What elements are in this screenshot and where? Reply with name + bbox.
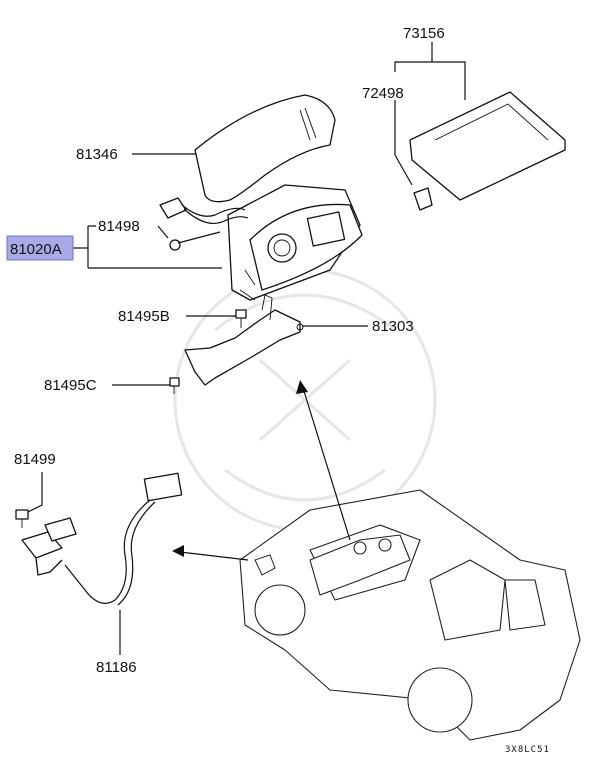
vehicle-body [239, 489, 581, 741]
screw-81499-part[interactable] [15, 509, 29, 528]
label-72498[interactable]: 72498 [362, 85, 404, 102]
label-73156[interactable]: 73156 [403, 25, 445, 42]
leader-81499 [27, 472, 43, 513]
diagram-code: 3X8LC51 [505, 745, 550, 755]
direction-arrows [172, 380, 351, 561]
bracket-part[interactable] [184, 294, 304, 386]
label-81186[interactable]: 81186 [96, 659, 137, 676]
label-81303[interactable]: 81303 [372, 318, 414, 335]
leader-lines [27, 42, 466, 655]
label-81346[interactable]: 81346 [76, 146, 118, 163]
leader-81498 [157, 225, 169, 239]
arrow-head-up [296, 380, 308, 394]
leader-72498 [394, 100, 413, 186]
sensor-harness-part[interactable] [21, 472, 183, 606]
label-81495C[interactable]: 81495C [44, 377, 97, 394]
screw-b-part[interactable] [235, 309, 247, 328]
storage-tray-part[interactable] [409, 91, 566, 201]
wire-harness-part[interactable] [159, 197, 249, 251]
arrow-to-harness [179, 551, 249, 561]
screw-c-part[interactable] [169, 377, 180, 394]
meter-assembly-part[interactable] [227, 184, 363, 301]
label-81499[interactable]: 81499 [14, 451, 56, 468]
selected-part-highlight [6, 235, 74, 261]
leader-73156 [394, 42, 466, 100]
label-81495B[interactable]: 81495B [118, 308, 170, 325]
clip-part[interactable] [413, 187, 433, 211]
label-81498[interactable]: 81498 [98, 218, 140, 235]
watermark-emblem [173, 268, 437, 532]
hood-cover-part[interactable] [194, 94, 336, 203]
arrow-to-meter [302, 387, 351, 541]
label-81020A[interactable]: 81020A [10, 241, 62, 258]
arrow-head-left [172, 545, 184, 557]
leader-81020A [72, 225, 222, 269]
